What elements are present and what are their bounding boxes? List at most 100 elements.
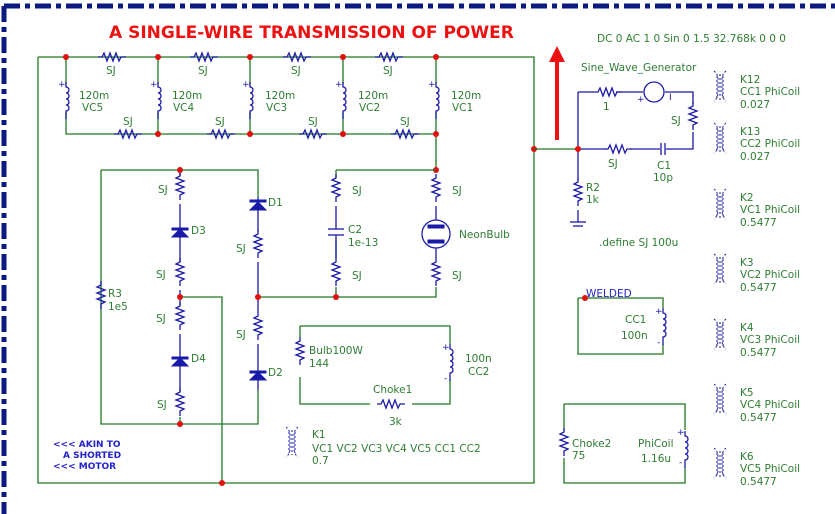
svg-text:+: + [58, 80, 66, 90]
cc2-value: 100n [465, 353, 492, 365]
coupling-value: 0.027 [740, 99, 770, 111]
coupling-icon [713, 188, 727, 220]
coupling-icon [713, 253, 727, 285]
sj-label: SJ [236, 243, 246, 255]
vc1-name: VC1 [452, 102, 473, 114]
coupling-coils: VC5 PhiCoil [740, 463, 800, 475]
coupling-icon [713, 318, 727, 350]
coupling-coils: CC1 PhiCoil [740, 86, 800, 98]
svg-text:+: + [150, 80, 158, 90]
motor-note: <<< AKIN TO A SHORTED <<< MOTOR [53, 440, 121, 472]
coupling-icon [713, 383, 727, 415]
sj-label: SJ [156, 313, 166, 325]
coupling-value: 0.5477 [740, 476, 777, 488]
r2-name: R2 [586, 182, 600, 194]
diode-label: D3 [191, 225, 206, 237]
coupling-k1: K1 VC1 VC2 VC3 VC4 VC5 CC1 CC2 0.7 [285, 426, 481, 467]
sj-label: SJ [308, 116, 318, 128]
diode-label: D2 [268, 367, 283, 379]
choke2-name: Choke2 [572, 438, 611, 450]
sj-label: SJ [158, 184, 168, 196]
coupling-icon [713, 122, 727, 154]
bulb-loop: +- [295, 325, 454, 409]
rectifier-labels: SJ D3 D1 SJ SJ R3 1e5 SJ SJ D4 D2 SJ SJ … [108, 184, 510, 411]
coupling-name: K4 [740, 322, 754, 334]
k1-name: K1 [312, 429, 326, 441]
phicoil-name: PhiCoil [638, 438, 674, 450]
phicoil-value: 1.16u [641, 453, 671, 465]
c2-name: C2 [348, 224, 362, 236]
sj-label: SJ [452, 270, 462, 282]
sj-label: SJ [198, 65, 208, 77]
sj-label: SJ [106, 65, 116, 77]
sheet-frame [1, 3, 835, 514]
diode-d4 [170, 356, 190, 367]
sj-label: SJ [671, 115, 681, 127]
vc3-name: VC3 [266, 102, 287, 114]
vc2-value: 120m [358, 90, 388, 102]
cc1-name: CC1 [625, 314, 646, 326]
sj-label: SJ [123, 116, 133, 128]
phicoil-loop: +- Choke2 75 PhiCoil 1.16u [559, 403, 689, 484]
schematic-title: A SINGLE-WIRE TRANSMISSION OF POWER [109, 23, 514, 43]
define-directive: .define SJ 100u [599, 237, 678, 249]
vc1-value: 120m [451, 90, 481, 102]
diode-d1 [248, 199, 268, 211]
coupling-value: 0.5477 [740, 412, 777, 424]
c1-name: C1 [657, 160, 671, 172]
welded-label: WELDED [586, 288, 632, 300]
vc4-name: VC4 [173, 102, 195, 114]
sj-label: SJ [215, 116, 225, 128]
cc1-loop: +- WELDED CC1 100n [577, 288, 667, 355]
coupling-coils: VC4 PhiCoil [740, 399, 800, 411]
svg-text:A SHORTED: A SHORTED [63, 451, 121, 461]
coupling-icon [285, 426, 299, 458]
generator-labels: 1 SJ SJ C1 10p R2 1k [586, 101, 681, 206]
generator-r-value: 1 [603, 101, 610, 113]
sj-label: SJ [157, 399, 167, 411]
bulb-name: Bulb100W [309, 345, 363, 357]
svg-text:+: + [637, 95, 645, 105]
vc3-value: 120m [265, 90, 295, 102]
vc5-value: 120m [79, 90, 109, 102]
sj-labels-top: SJ SJ SJ SJ SJ SJ SJ SJ [106, 65, 410, 128]
sj-label: SJ [291, 65, 301, 77]
r2-value: 1k [586, 194, 600, 206]
rectifier-section [96, 167, 451, 486]
svg-text:+: + [442, 343, 450, 353]
coupling-value: 0.5477 [740, 282, 777, 294]
coil-ladder [37, 52, 537, 484]
svg-text:<<< MOTOR: <<< MOTOR [53, 462, 116, 472]
sj-label: SJ [352, 270, 362, 282]
cc2-name: CC2 [468, 366, 489, 378]
k1-coils: VC1 VC2 VC3 VC4 VC5 CC1 CC2 [312, 443, 481, 455]
choke1-name: Choke1 [373, 384, 412, 396]
source-spec: DC 0 AC 1 0 Sin 0 1.5 32.768k 0 0 0 [597, 33, 786, 45]
sj-label: SJ [608, 158, 618, 170]
diode-d2 [248, 370, 268, 381]
coupling-value: 0.027 [740, 151, 770, 163]
sj-label: SJ [452, 185, 462, 197]
red-arrow-icon [549, 46, 565, 140]
svg-text:I: I [669, 93, 672, 103]
coupling-name: K12 [740, 74, 760, 86]
sj-label: SJ [352, 185, 362, 197]
vc4-value: 120m [172, 90, 202, 102]
coupling-name: K6 [740, 451, 754, 463]
coupling-icon [713, 70, 727, 102]
coupling-coils: VC1 PhiCoil [740, 204, 800, 216]
vc-coil-labels: +++++ 120m VC5 120m VC4 120m VC3 120m VC… [58, 80, 481, 114]
svg-text:-: - [657, 338, 660, 348]
sj-label: SJ [156, 269, 166, 281]
generator-name: Sine_Wave_Generator [581, 62, 697, 74]
choke1-value: 3k [389, 416, 403, 428]
